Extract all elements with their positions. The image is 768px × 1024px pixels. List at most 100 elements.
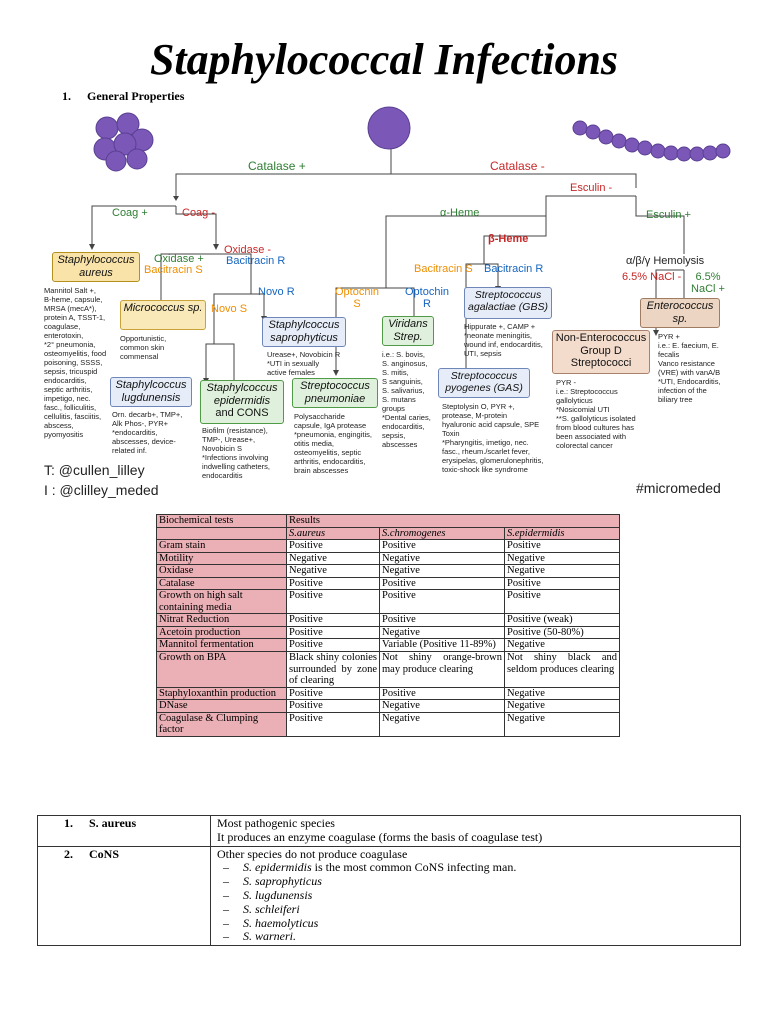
note-line: *UTI, Endocarditis, xyxy=(658,377,721,386)
lugdunensis-box: Staphylcoccus lugdunensis xyxy=(110,377,192,407)
result-cell: Negative xyxy=(504,699,620,713)
list-item: S. lugdunensis xyxy=(223,888,734,903)
species-name: S. epidermidis xyxy=(243,860,312,875)
result-cell: Positive xyxy=(286,589,380,615)
result-cell: Positive xyxy=(286,625,380,640)
note-line: enterotoxin, xyxy=(44,331,84,340)
test-name-cell: Staphyloxanthin production xyxy=(156,686,287,701)
result-cell: Positive xyxy=(286,699,380,713)
test-name-cell: Coagulase & Clumping factor xyxy=(156,711,287,737)
note-line: been associated with xyxy=(556,432,627,441)
section-label: General Properties xyxy=(87,89,185,103)
species-col: S.epidermidis xyxy=(504,526,620,541)
row-description: Most pathogenic species It produces an e… xyxy=(210,815,741,847)
viridans-notes: i.e.: S. bovis,S. anginosus,S. mitis,S s… xyxy=(382,350,431,449)
result-cell: Positive xyxy=(286,539,380,553)
flowchart-connectors xyxy=(89,142,687,386)
result-cell: Positive xyxy=(379,576,505,591)
cons-species-list: S. epidermidis is the most common CoNS i… xyxy=(217,860,734,944)
result-cell: Black shiny colonies surrounded by zone … xyxy=(286,651,380,688)
note-line: capsule, IgA protease xyxy=(294,421,367,430)
table-row: 2. CoNS Other species do not produce coa… xyxy=(37,845,741,947)
pneumoniae-box: Streptococcus pneumoniae xyxy=(292,378,378,408)
note-line: i.e.: S. bovis, xyxy=(382,350,425,359)
result-cell: Positive xyxy=(286,711,380,737)
epidermidis-name: Staphylcoccus epidermidis xyxy=(206,382,278,407)
note-line: pyomyositis xyxy=(44,430,84,439)
note-line: TMP-, Urease+, xyxy=(202,435,256,444)
optochin-s-label: Optochin S xyxy=(334,286,380,310)
species-col: S.chromogenes xyxy=(379,526,505,541)
note-line: cellulitis, fasciitis, xyxy=(44,412,102,421)
note-line: impetigo, nec. xyxy=(44,394,91,403)
note-line: otitis media, xyxy=(294,439,335,448)
list-item: S. schleiferi xyxy=(223,902,734,917)
test-name-cell: Oxidase xyxy=(156,564,287,578)
micrococcus-box: Micrococcus sp. xyxy=(120,300,206,330)
result-cell: Positive xyxy=(379,589,505,615)
note-line: erysipelas, glomerulonephritis, xyxy=(442,456,544,465)
note-line: Orn. decarb+, TMP+, xyxy=(112,410,183,419)
section-heading: 1. General Properties xyxy=(62,89,184,104)
biochemical-tests-table: Biochemical tests Results S.aureus S.chr… xyxy=(156,514,620,737)
result-cell: Negative xyxy=(504,711,620,737)
description-line: Most pathogenic species xyxy=(217,816,335,830)
note-line: sepsis, xyxy=(382,431,406,440)
bacitracin-s-label-1: Bacitracin S xyxy=(144,264,203,276)
coag-negative-label: Coag - xyxy=(182,207,216,219)
esculin-negative-label: Esculin - xyxy=(570,182,613,194)
alpha-heme-label: α-Heme xyxy=(440,207,480,219)
bacitracin-r-label-2: Bacitracin R xyxy=(484,263,544,275)
result-cell: Positive xyxy=(504,589,620,615)
epidermidis-box: Staphylcoccus epidermidis and CONS xyxy=(200,380,284,424)
test-name-cell: Nitrat Reduction xyxy=(156,613,287,627)
row-name: S. aureus xyxy=(89,816,137,830)
test-name-cell: DNase xyxy=(156,699,287,713)
species-summary-table: 1. S. aureus Most pathogenic species It … xyxy=(37,815,741,947)
coag-positive-label: Coag + xyxy=(112,207,148,219)
result-cell: Positive (weak) xyxy=(504,613,620,627)
result-cell: Positive xyxy=(379,686,505,701)
epidermidis-notes: Biofilm (resistance),TMP-, Urease+,Novob… xyxy=(202,426,270,480)
note-line: *Dental caries, xyxy=(382,413,431,422)
note-line: *neonate meningitis, xyxy=(464,331,532,340)
result-cell: Positive xyxy=(286,613,380,627)
result-cell: Negative xyxy=(379,699,505,713)
note-line: abscesses xyxy=(382,440,418,449)
note-line: biliary tree xyxy=(658,395,693,404)
note-line: arthritis, endocarditis, xyxy=(294,457,366,466)
result-cell: Negative xyxy=(504,564,620,578)
note-line: active females xyxy=(267,368,315,377)
hashtag: #micromeded xyxy=(636,480,721,496)
note-line: indwelling catheters, xyxy=(202,462,270,471)
coccus-icon xyxy=(367,106,411,150)
result-cell: Not shiny orange-brown may produce clear… xyxy=(379,651,505,688)
note-line: Biofilm (resistance), xyxy=(202,426,268,435)
result-cell: Positive xyxy=(504,576,620,591)
note-line: related inf. xyxy=(112,446,148,455)
note-line: Toxin xyxy=(442,429,460,438)
result-cell: Positive xyxy=(286,638,380,652)
description-line: Other species do not produce coagulase xyxy=(217,846,408,861)
note-line: fasc., folliculitis, xyxy=(44,403,97,412)
note-line: hyaluronic acid capsule, SPE xyxy=(442,420,540,429)
page-title: Staphylococcal Infections xyxy=(149,35,619,84)
list-item: S. saprophyticus xyxy=(223,874,734,889)
gbs-notes: Hippurate +, CAMP +*neonate meningitis,w… xyxy=(464,322,543,358)
note-line: infection of the xyxy=(658,386,707,395)
esculin-positive-label: Esculin + xyxy=(646,209,691,221)
section-number: 1. xyxy=(62,89,71,103)
result-cell: Variable (Positive 11-89%) xyxy=(379,638,505,652)
saprophyticus-box: Staphylcoccus saprophyticus xyxy=(262,317,346,347)
note-line: Alk Phos-, PYR+ xyxy=(112,419,169,428)
result-cell: Positive xyxy=(504,539,620,553)
gas-box: Streptococcus pyogenes (GAS) xyxy=(438,368,530,398)
note-line: *Nosicomial UTI xyxy=(556,405,610,414)
